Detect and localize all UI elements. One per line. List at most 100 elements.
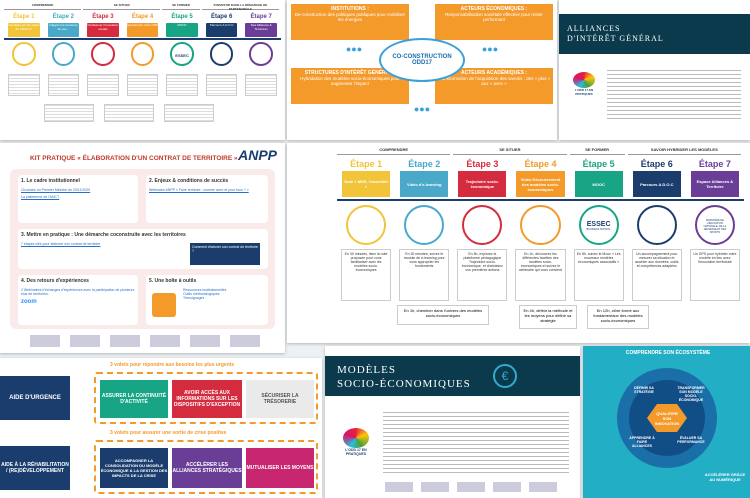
bottom-note <box>164 104 214 122</box>
section-2: 2. Enjeux & conditions de succès Webinai… <box>146 175 268 223</box>
urgency-label: AIDE D'URGENCE <box>0 376 70 420</box>
rehab-boxes: ACCOMPAGNER LA CONSOLIDATION DU MODÈLE É… <box>94 440 318 494</box>
steps-row-large: Étape 1 Note « MSE, l'essentiel » En 30 mi… <box>337 157 744 337</box>
step-box-large: Parcours A.D.O.C <box>632 171 681 197</box>
step-text <box>205 74 238 96</box>
people-icon-right: ●●● <box>481 44 499 54</box>
step-title: Étape 2 <box>52 14 75 20</box>
step-box-large: Trajectoire socio-économique <box>458 171 507 197</box>
step-circle-large <box>346 205 387 246</box>
step-title-large: Étape 1 <box>350 159 383 169</box>
urgency-aid-panel: 3 volets pour répondre aux besoins les p… <box>0 358 322 498</box>
step-box-large: MOOC <box>574 171 623 197</box>
step-box-large: Espace Alliances & Territoire <box>690 171 739 197</box>
alliances-banner: ALLIANCES D'INTÉRÊT GÉNÉRAL <box>559 14 750 54</box>
step-title: Étape 5 <box>171 14 193 20</box>
odd17-logo-2: L'ODD 17 EN PRATIQUES <box>339 428 373 462</box>
group-label-large: SAVOIR HYBRIDER LES MODÈLES <box>627 147 741 155</box>
step-title: Étape 6 <box>210 14 233 20</box>
step-box-large: Note « MSE, l'essentiel » <box>342 171 391 197</box>
step-title: Étape 4 <box>131 14 154 20</box>
co-construction-diagram: INSTITUTIONS : De-construction des polit… <box>287 0 557 140</box>
rehab-label: AIDE À LA RÉHABILITATION / (RE)DÉVELOPPE… <box>0 446 70 490</box>
group-label-large: SE SITUER <box>453 147 567 155</box>
step-text <box>166 74 198 96</box>
group-label-large: SE FORMER <box>569 147 625 155</box>
timeline-line <box>4 38 281 40</box>
step-circle-large <box>520 205 561 246</box>
step-circle <box>51 42 76 66</box>
step-desc: En 1h, découvrez les différentes facette… <box>515 249 566 301</box>
mse-banner: MODÈLES SOCIO-ÉCONOMIQUES € <box>325 356 580 396</box>
toolbox-icon <box>152 293 176 317</box>
anpp-logo: ANPP <box>238 147 277 163</box>
kit-pratique-panel: KIT PRATIQUE « ÉLABORATION D'UN CONTRAT … <box>0 143 285 353</box>
step-desc: En 8h, suivez le Mooc « Les nouveaux mod… <box>573 249 624 301</box>
group-label: S'INVESTIR DANS LA DÉMARCHE DE PARTENARI… <box>201 3 279 11</box>
bottom-note-3: En 12h, clôre formé aux fondamentaux des… <box>587 305 649 329</box>
section-1: 1. Le cadre institutionnel Circulaire du… <box>18 175 138 223</box>
bottom-note <box>104 104 154 122</box>
bottom-note-1: En 1h, cheminer dans l'univers des modèl… <box>397 305 489 325</box>
step-text <box>245 74 277 96</box>
step-text <box>126 74 159 96</box>
steps-row: Étape 1 Vos idées sur les sujets de l'ODD… <box>4 12 281 132</box>
video-thumb[interactable]: Comment élaborer son contrat de territoi… <box>190 243 260 265</box>
step-title-large: Étape 6 <box>640 159 673 169</box>
step-circle-large: MINISTÈRE DE L'ÉDUCATION NATIONALE, DE L… <box>694 205 735 246</box>
ecosystem-wheel: COMPRENDRE SON ÉCOSYSTÈME QUALIFIER SON … <box>583 346 750 498</box>
cover-text-lines <box>607 70 741 120</box>
step-text <box>87 74 119 96</box>
partner-logos <box>30 335 260 347</box>
institutions-box: INSTITUTIONS : De-construction des polit… <box>291 4 409 40</box>
step-desc: En 5h, explorez la plateforme pédagogiqu… <box>457 249 508 301</box>
step-box-large: Vidéo d'e-learning <box>400 171 449 197</box>
section-3: 3. Mettre en pratique : Une démarche coc… <box>18 229 268 269</box>
step-box: MOOC <box>166 23 198 37</box>
bottom-note <box>44 104 94 122</box>
step-circle <box>249 42 273 66</box>
group-label: SE FORMER <box>162 3 200 10</box>
section-4: 4. Des retours d'expériences 2 Webinaire… <box>18 275 138 325</box>
section-5: 5. Une boîte à outils Ressources institu… <box>146 275 268 325</box>
group-label: SE SITUER <box>83 3 161 10</box>
people-icon-bottom: ●●● <box>413 104 431 114</box>
step-box: Des Alliances & Territoires <box>245 23 277 37</box>
people-icon-left: ●●● <box>345 44 363 54</box>
step-title: Étape 1 <box>13 14 35 20</box>
step-desc: En 30 minutes, lisez la note proposée po… <box>341 249 392 301</box>
step-desc: Un GPS pour hybrider votre modèle en lie… <box>689 249 740 301</box>
odd17-logo-mark <box>573 72 595 88</box>
step-box: Intégrer les contenus de vos... <box>47 23 80 37</box>
step-circle-large <box>462 205 503 246</box>
step-title: Étape 3 <box>92 14 114 20</box>
odd17-logo-mark-2 <box>343 428 369 448</box>
kit-body: 1. Le cadre institutionnel Circulaire du… <box>10 169 275 329</box>
step-text <box>8 74 40 96</box>
step-circle <box>12 42 36 66</box>
step-circle <box>91 42 115 66</box>
step-desc: En 30 minutes, suivez le module de e-lea… <box>399 249 450 301</box>
step-title: Étape 7 <box>250 14 272 20</box>
step-box: Parcours A.D.O.C <box>205 23 238 37</box>
center-hexagon: QUALIFIER SON INNOVATION <box>647 404 687 432</box>
step-title-large: Étape 5 <box>582 159 615 169</box>
alliances-cover: ALLIANCES D'INTÉRÊT GÉNÉRAL L'ODD 17 EN … <box>559 0 750 140</box>
timeline-line-large <box>337 199 744 201</box>
mse-partner-logos <box>385 482 565 492</box>
step-box: Vos idées sur les sujets de l'ODD 17 <box>8 23 40 37</box>
step-circle-large <box>404 205 445 246</box>
step-box: Questionner votre ODD <box>126 23 159 37</box>
kit-title: KIT PRATIQUE « ÉLABORATION D'UN CONTRAT … <box>30 155 238 162</box>
group-label: COMPRENDRE <box>4 3 82 10</box>
step-circle <box>209 42 234 66</box>
bottom-note-2: En 4h, définir la méthode et les moyens … <box>519 305 577 329</box>
essec-logo-large: ESSEC <box>586 221 611 228</box>
step-circle-large <box>636 205 677 246</box>
step-circle: ESSEC <box>170 42 194 66</box>
